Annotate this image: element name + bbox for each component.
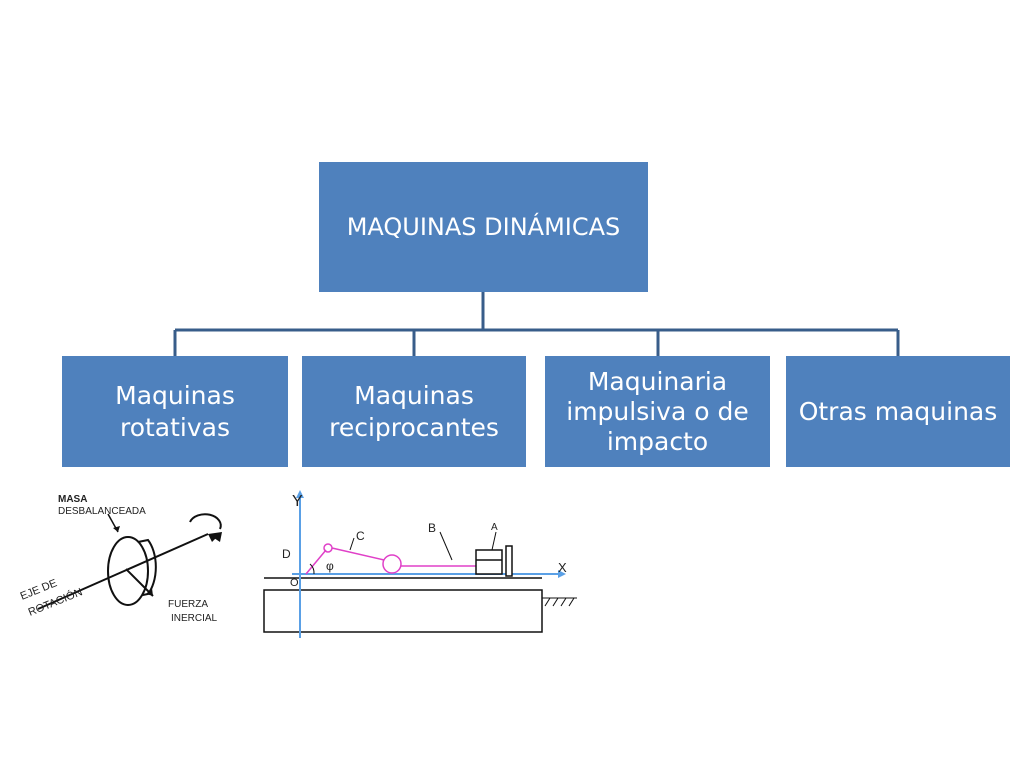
d-label: D	[282, 547, 291, 561]
node-label: Maquinas rotativas	[115, 381, 235, 442]
mass-label-1: MASA	[58, 494, 87, 505]
root-label: MAQUINAS DINÁMICAS	[346, 213, 621, 241]
force-label-2: INERCIAL	[171, 613, 218, 624]
reciprocating-machine-figure: Y X O D C B A φ	[263, 490, 577, 638]
slider-block	[475, 545, 513, 577]
ground-hatching	[542, 597, 577, 607]
x-axis-label: X	[558, 560, 567, 575]
y-axis-label: Y	[292, 493, 303, 510]
node-maquinas-reciprocantes: Maquinas reciprocantes	[302, 356, 526, 467]
origin-label: O	[290, 577, 299, 589]
node-maquinas-rotativas: Maquinas rotativas	[62, 356, 288, 467]
mechanism-links	[305, 543, 480, 575]
a-label: A	[491, 522, 498, 533]
unbalanced-mass-cylinder	[107, 536, 157, 606]
b-label: B	[428, 521, 436, 535]
rotation-axis-line	[37, 533, 209, 610]
node-label: Otras maquinas	[798, 396, 998, 426]
machine-base	[263, 589, 543, 633]
node-label: Maquinas reciprocantes	[329, 381, 499, 442]
mass-label-2: DESBALANCEADA	[58, 506, 146, 517]
angle-label: φ	[326, 559, 334, 573]
node-maquinaria-impulsiva: Maquinaria impulsiva o de impacto	[545, 356, 770, 467]
force-label-1: FUERZA	[168, 599, 208, 610]
root-node: MAQUINAS DINÁMICAS	[319, 162, 648, 292]
rotation-arrow-icon	[189, 513, 222, 530]
node-otras-maquinas: Otras maquinas	[786, 356, 1010, 467]
node-label: Maquinaria impulsiva o de impacto	[566, 366, 749, 456]
rotary-machine-figure: MASA DESBALANCEADA EJE DE ROTACIÓN FUERZ…	[19, 494, 222, 624]
c-label: C	[356, 529, 365, 543]
